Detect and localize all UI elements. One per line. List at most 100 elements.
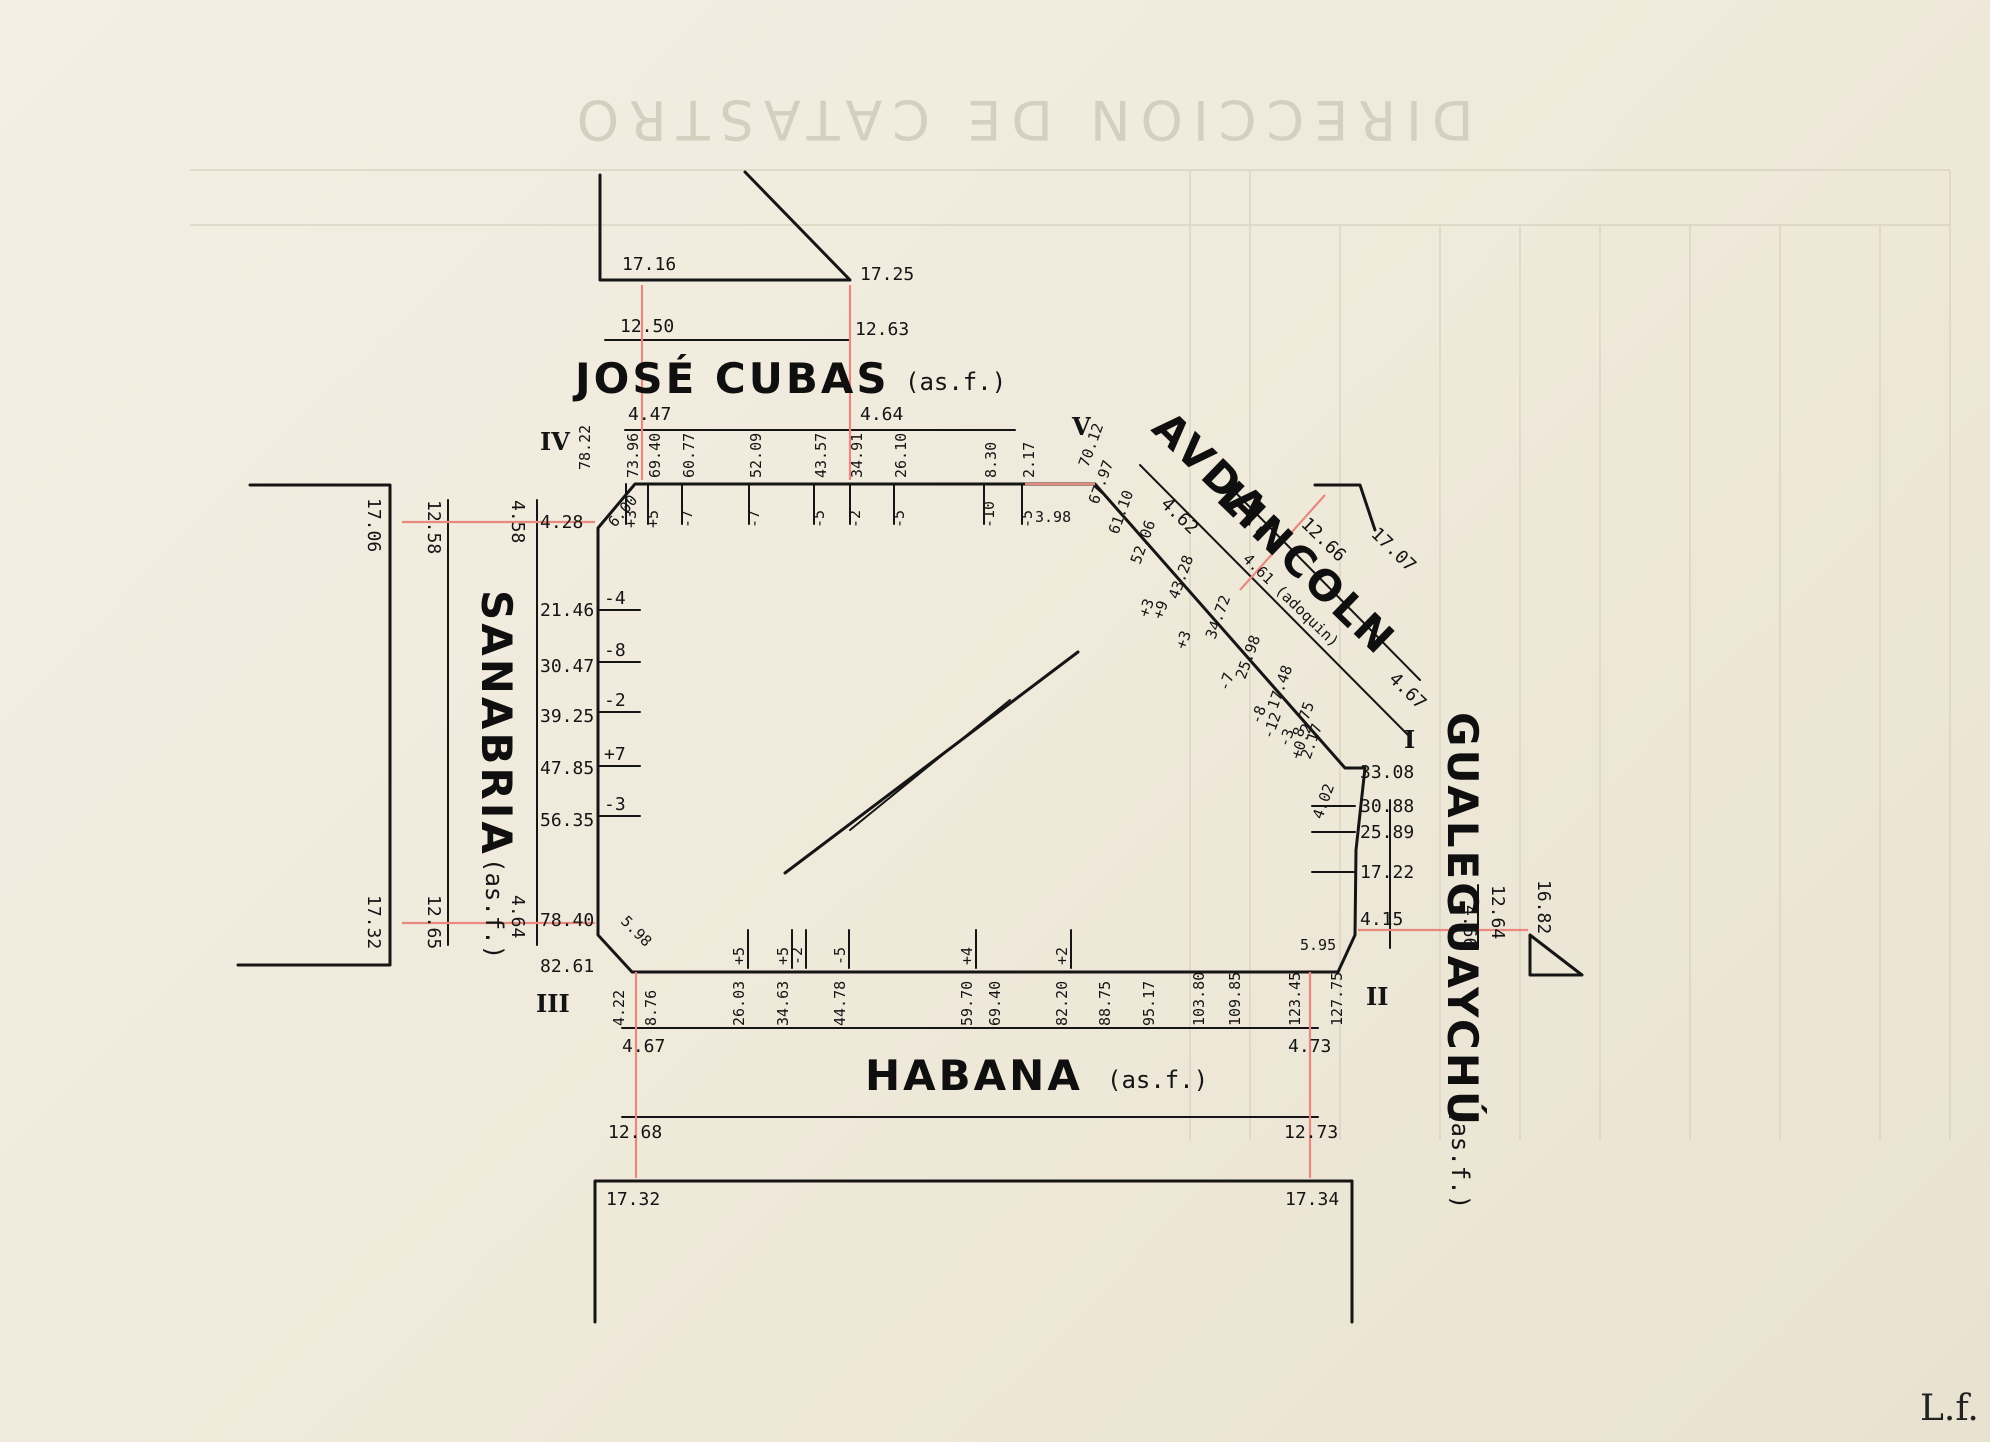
bottom-edge-offset: +5: [774, 947, 792, 965]
bottom-left-mid-level: 12.68: [608, 1122, 662, 1143]
form-grid: DIRECCION DE CATASTRO: [190, 88, 1951, 1140]
chamfer-iii: 5.98: [617, 912, 655, 950]
top-edge-offset: -2: [846, 510, 864, 528]
bottom-edge-station: 123.45: [1286, 972, 1304, 1026]
corner-label-3: III: [536, 989, 570, 1018]
bottom-right-inner-level: 4.73: [1288, 1036, 1331, 1057]
bottom-edge-station: 95.17: [1140, 981, 1158, 1026]
diagonal-edge-offset: +3: [1135, 596, 1158, 619]
left-bottom-mid-level: 12.65: [423, 895, 444, 949]
lincoln-inner-level: 4.62: [1157, 493, 1203, 538]
right-edge-station: 33.08: [1360, 762, 1414, 783]
diagonal-edge-station: 25.98: [1232, 633, 1264, 682]
street-name-lincoln: LINCOLN: [1208, 472, 1405, 665]
bottom-edge-station: 109.85: [1226, 972, 1244, 1026]
bottom-edge-offset: -5: [831, 947, 849, 965]
left-bottom-inner-level: 4.64: [507, 895, 528, 938]
top-left-mid-level: 12.50: [620, 316, 674, 337]
left-edge-station: 56.35: [540, 810, 594, 831]
bottom-edge-station: 82.20: [1053, 981, 1071, 1026]
diagonal-edge-offset: -3: [1275, 726, 1298, 749]
lincoln-outer-level: 17.07: [1367, 523, 1421, 576]
street-name-gualeguaychu: GUALEGUAYCHÚ: [1438, 712, 1488, 1128]
level-leaders: [402, 285, 1528, 1178]
street-surface-gualeguaychu: (as.f.): [1446, 1108, 1474, 1209]
diagonal-edge-offset: +9: [1149, 598, 1172, 621]
top-edge-station: 73.96: [624, 433, 642, 478]
top-edge-station: 34.91: [848, 433, 866, 478]
corner-label-2: II: [1366, 982, 1388, 1011]
street-name-habana: HABANA: [865, 1051, 1083, 1100]
bottom-edge-offset: -2: [788, 947, 806, 965]
left-edge-offset: +7: [604, 744, 626, 765]
left-edge-station: 78.40: [540, 910, 594, 931]
street-surface-sanabria: (as.f.): [480, 858, 508, 959]
bottom-edge-station: 26.03: [730, 981, 748, 1026]
right-edge-station: 4.15: [1360, 909, 1403, 930]
street-name-sanabria: SANABRIA: [472, 590, 521, 857]
top-edge-station: 60.77: [680, 433, 698, 478]
diagonal-edge-offset: +3: [1172, 628, 1195, 651]
chamfer-v: 3.98: [1035, 508, 1071, 526]
signature: L.f.: [1920, 1388, 1979, 1429]
top-edge-station: 43.57: [812, 433, 830, 478]
bottom-left-outer-level: 17.32: [606, 1189, 660, 1210]
left-edge-station: 21.46: [540, 600, 594, 621]
top-edge-offset: +3: [622, 510, 640, 528]
top-edge-station: 52.09: [747, 433, 765, 478]
top-edge-offset: -10: [980, 501, 998, 528]
top-edge-offset: -5: [890, 510, 908, 528]
bottom-edge-station: 88.75: [1096, 981, 1114, 1026]
top-right-mid-level: 12.63: [855, 319, 909, 340]
bottom-right-mid-level: 12.73: [1284, 1122, 1338, 1143]
top-right-outer-level: 17.25: [860, 264, 914, 285]
corner-iv-level: 78.22: [576, 425, 594, 470]
bottom-edge-station: 69.40: [986, 981, 1004, 1026]
top-edge-station: 26.10: [892, 433, 910, 478]
right-mid-level: 12.64: [1487, 885, 1508, 939]
top-left-inner-level: 4.47: [628, 404, 671, 425]
top-edge-offset: -7: [678, 510, 696, 528]
street-name-jose-cubas: JOSÉ CUBAS: [572, 353, 890, 403]
chamfer-ii: 5.95: [1300, 936, 1336, 954]
top-edge-station: 8.30: [982, 442, 1000, 478]
left-edge-station: 4.28: [540, 512, 583, 533]
bottom-edge-station: 8.76: [642, 990, 660, 1026]
chamfer-i: 4.02: [1309, 781, 1338, 821]
bottom-right-outer-level: 17.34: [1285, 1189, 1339, 1210]
letterhead-title: DIRECCION DE CATASTRO: [567, 88, 1474, 151]
left-edge-station: 82.61: [540, 956, 594, 977]
bottom-edge-offset: +2: [1053, 947, 1071, 965]
diagonal-edge-station: 61.10: [1105, 488, 1137, 537]
left-top-mid-level: 12.58: [423, 500, 444, 554]
bottom-edge-offset: +4: [958, 947, 976, 965]
left-edge-station: 30.47: [540, 656, 594, 677]
street-lines: [236, 170, 1584, 1324]
diagonal-edge-station: 17.48: [1264, 663, 1296, 712]
lincoln-far-level: 4.67: [1385, 668, 1431, 713]
left-top-outer-level: 17.06: [363, 498, 384, 552]
street-surface-jose-cubas: (as.f.): [905, 368, 1006, 396]
top-edge-station: 2.17: [1020, 442, 1038, 478]
left-edge-offset: -2: [604, 690, 626, 711]
right-edge-station: 30.88: [1360, 796, 1414, 817]
diagonal-edge-station: 34.72: [1202, 593, 1234, 642]
left-edge-offset: -8: [604, 640, 626, 661]
left-edge-offset: -3: [604, 794, 626, 815]
top-edge-offset: -7: [745, 510, 763, 528]
left-bottom-outer-level: 17.32: [363, 895, 384, 949]
bottom-edge-offset: +5: [730, 947, 748, 965]
bottom-left-inner-level: 4.67: [622, 1036, 665, 1057]
corner-label-5: V: [1071, 412, 1091, 441]
top-edge-offset: -5: [810, 510, 828, 528]
left-edge-offset: -4: [604, 588, 626, 609]
right-edge-station: 25.89: [1360, 822, 1414, 843]
bottom-edge-station: 103.80: [1190, 972, 1208, 1026]
bottom-edge-station: 34.63: [774, 981, 792, 1026]
top-edge-offset: +5: [644, 510, 662, 528]
corner-label-4: IV: [540, 427, 570, 456]
top-left-outer-level: 17.16: [622, 254, 676, 275]
bottom-edge-station: 127.75: [1328, 972, 1346, 1026]
bottom-edge-station: 44.78: [831, 981, 849, 1026]
